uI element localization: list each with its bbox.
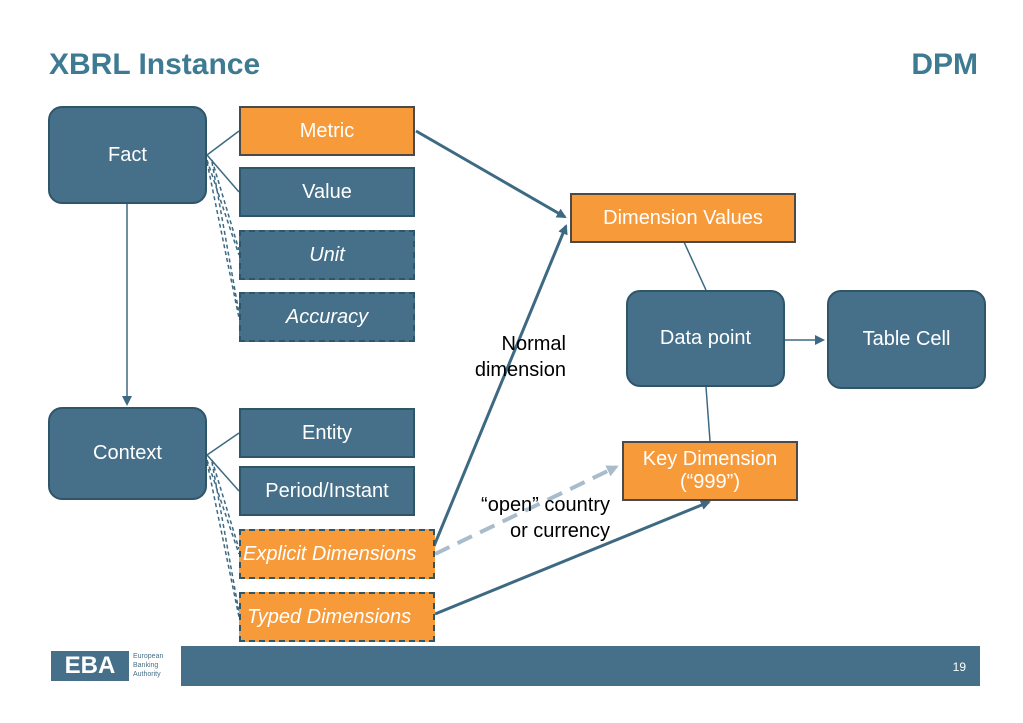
eba-org-name: European Banking Authority [133,652,163,679]
key-dimension-label: Key Dimension [642,448,778,470]
fact-node: Fact [48,106,207,204]
explicit-dimensions-box: Explicit Dimensions [239,529,435,579]
normal-dimension-line2: dimension [474,359,566,381]
dimension-values-data-point-line [683,241,707,291]
fact-unit-line [206,159,240,256]
eba-org-line1: European [133,653,164,660]
eba-logo: EBA [51,651,129,681]
context-entity-line [206,432,240,456]
metric-box: Metric [239,106,415,156]
normal-dimension-annotation: Normal dimension [440,331,566,383]
context-explicit-line [206,459,240,555]
fact-unit-line-2 [211,159,240,251]
key-dimension-box: Key Dimension (“999”) [622,441,798,501]
key-dimension-value: (“999”) [679,471,740,493]
data-point-key-dimension-line [705,386,711,442]
context-typed-line-2 [211,461,240,613]
context-node: Context [48,407,207,500]
metric-dimension-values-arrow [415,129,567,219]
typed-dimensions-box: Typed Dimensions [239,592,435,642]
eba-org-line3: Authority [133,671,161,678]
slide-title-xbrl-instance: XBRL Instance [49,48,261,81]
footer-logo-area: EBA European Banking Authority [46,646,181,686]
data-point-node: Data point [626,290,785,387]
explicit-key-dimension-dashed-arrow [434,465,619,556]
fact-accuracy-line [206,161,240,319]
dimension-values-box: Dimension Values [570,193,796,243]
context-typed-line [206,461,240,618]
slide-title-dpm: DPM [911,48,978,81]
open-country-line2: or currency [509,520,610,542]
unit-box: Unit [239,230,415,280]
explicit-dimension-values-arrow [432,224,568,547]
accuracy-box: Accuracy [239,292,415,342]
footer-bar: EBA European Banking Authority 19 [46,646,980,686]
eba-org-line2: Banking [133,662,159,669]
open-country-annotation: “open” country or currency [440,492,610,544]
period-instant-box: Period/Instant [239,466,415,516]
value-box: Value [239,167,415,217]
fact-metric-line [206,130,240,156]
page-number: 19 [952,660,966,674]
table-cell-node: Table Cell [827,290,986,389]
open-country-line1: “open” country [481,494,610,516]
context-explicit-line-2 [211,459,240,550]
fact-accuracy-line-2 [211,161,240,314]
normal-dimension-line1: Normal [501,333,566,355]
typed-key-dimension-arrow [434,500,711,616]
entity-box: Entity [239,408,415,458]
